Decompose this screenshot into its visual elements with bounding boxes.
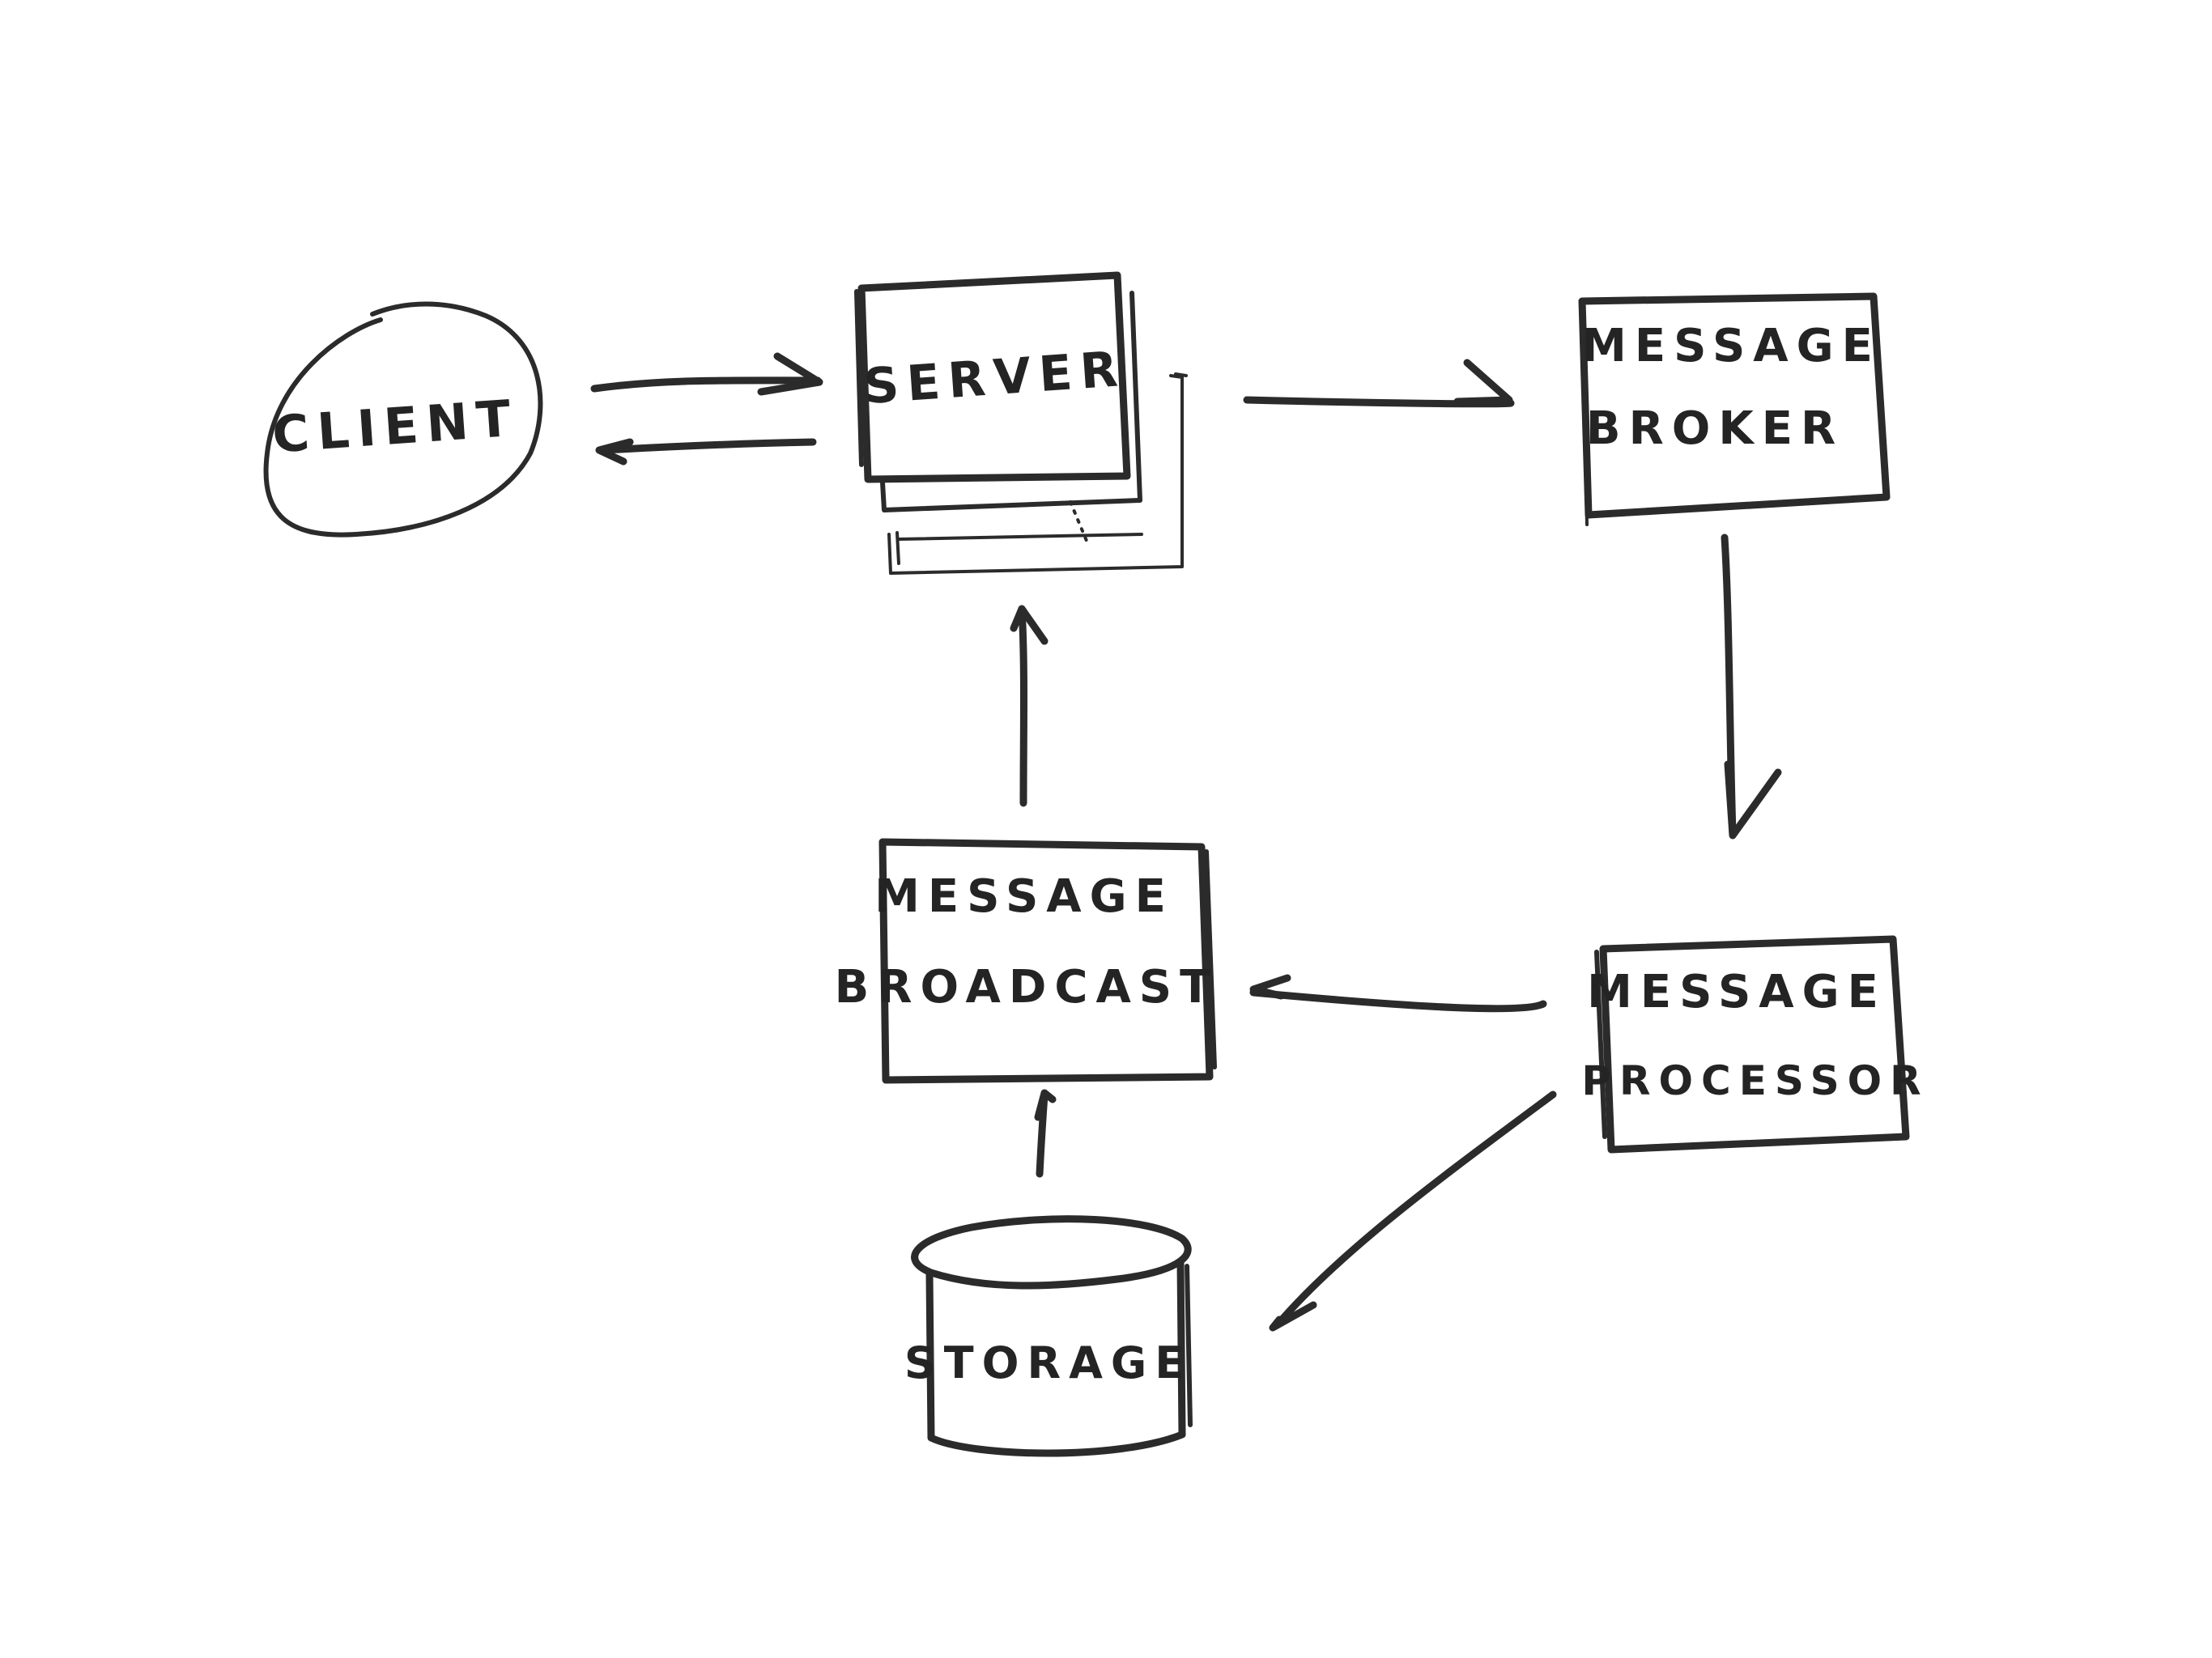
client-label: CLIENT [270,389,521,465]
storage-cylinder-top [911,1215,1192,1290]
server-front-card [857,271,1131,483]
edge-processor-to-storage-line [1274,1090,1557,1329]
edge-client-to-server [590,352,823,396]
server-back-card [887,372,1188,575]
edge-broadcast-to-server-line [1018,605,1027,807]
server-node: SERVER [854,271,1188,575]
edge-storage-to-broadcast [1034,1089,1057,1178]
message-broadcast-node: MESSAGE BROADCAST [835,838,1219,1084]
edge-server-to-broker-arrowhead [1453,359,1513,406]
broker-label-line1: MESSAGE [1581,320,1881,372]
edge-processor-to-storage [1269,1090,1557,1332]
edge-processor-to-broadcast-arrowhead [1249,974,1291,1000]
edge-client-to-server-line [590,376,822,393]
broker-label-line2: BROKER [1586,402,1844,455]
storage-node: STORAGE [904,1215,1193,1457]
edge-server-to-client [595,438,817,466]
server-bottom-line [897,533,1143,541]
broker-box-left-extension [1580,300,1589,526]
server-middle-card [880,291,1142,512]
edge-storage-to-broadcast-arrowhead [1034,1089,1057,1121]
server-dotted-guide [1069,500,1088,542]
edge-server-to-broker [1243,359,1515,408]
processor-box-inner-edge [1594,950,1607,1139]
edge-processor-to-storage-arrowhead [1269,1301,1317,1332]
server-front-inner-edge [854,289,864,467]
edge-broadcast-to-server [1010,605,1049,807]
broadcast-box-inner-edge [1204,849,1217,1069]
processor-box [1599,935,1910,1154]
processor-label-line1: MESSAGE [1587,966,1887,1018]
storage-cylinder-body [925,1259,1186,1457]
edge-server-to-client-line [602,438,817,454]
edge-broadcast-to-server-arrowhead [1010,605,1049,645]
message-broker-node: MESSAGE BROKER [1578,292,1891,526]
edge-broker-to-processor-arrowhead [1724,760,1782,840]
edge-server-to-client-arrowhead [595,438,634,466]
client-node: CLIENT [263,301,543,538]
broadcast-box [878,838,1214,1084]
edge-broker-to-processor [1721,534,1782,840]
server-label: SERVER [862,341,1128,415]
storage-cylinder-body-edge [1185,1264,1193,1427]
edge-client-to-server-arrowhead [757,352,823,396]
storage-label: STORAGE [904,1337,1193,1388]
edge-processor-to-broadcast [1249,974,1547,1013]
edge-processor-to-broadcast-line [1249,988,1547,1013]
message-processor-node: MESSAGE PROCESSOR [1581,935,1929,1154]
broadcast-label-line1: MESSAGE [874,870,1174,923]
server-small-tick [895,531,900,565]
broadcast-label-line2: BROADCAST [835,961,1219,1014]
processor-label-line2: PROCESSOR [1581,1057,1929,1104]
client-ellipse [263,301,543,538]
